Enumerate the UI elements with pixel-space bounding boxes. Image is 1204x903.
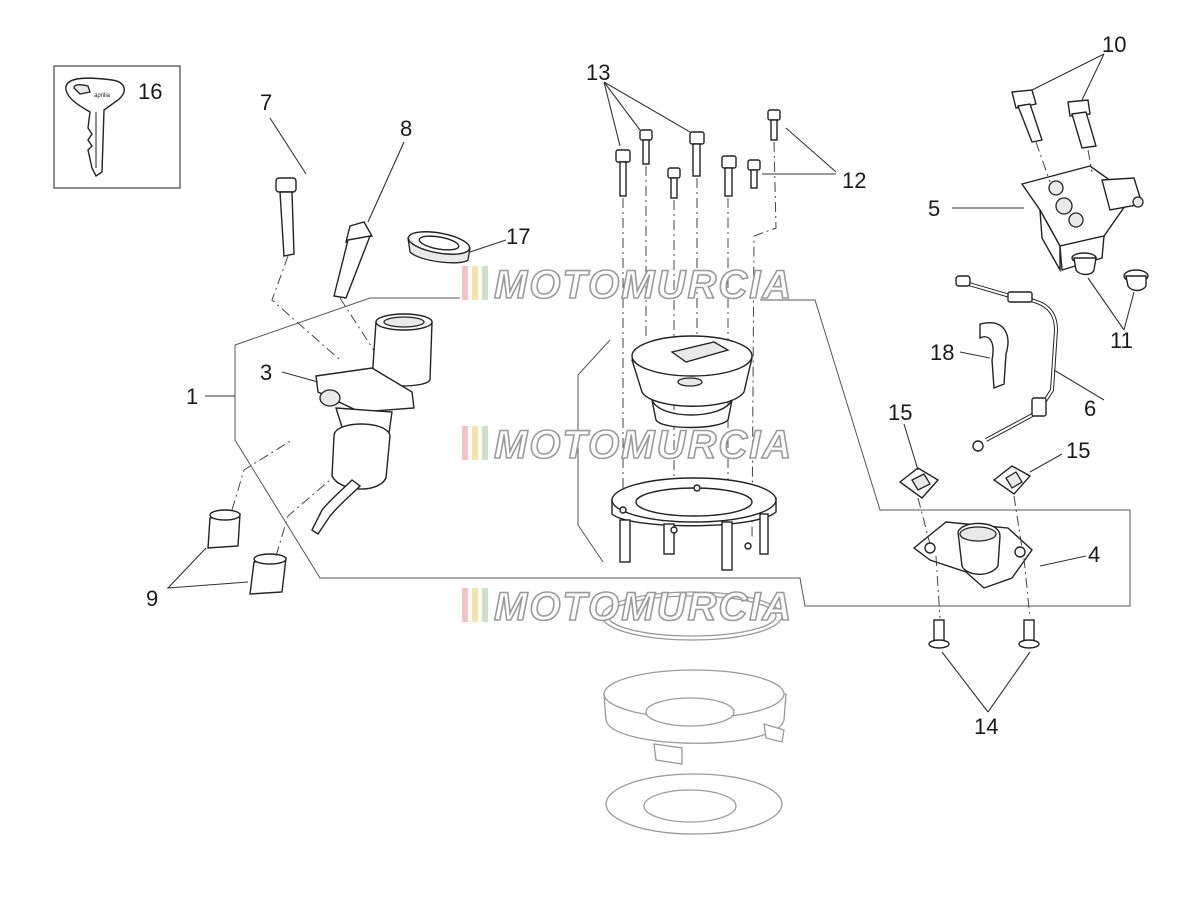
hose-part-18: 18 [930, 322, 1009, 390]
watermark-text: MOTOMURCIA [494, 263, 793, 307]
callout-12: 12 [842, 168, 866, 193]
callout-13: 13 [586, 60, 610, 85]
callout-11: 11 [1110, 328, 1133, 353]
screw-parts-14: 14 [928, 619, 1040, 739]
ignition-lock-part-3: 3 [260, 313, 433, 535]
callout-6: 6 [1084, 396, 1096, 421]
lock-housing-part-4: 4 [912, 495, 1100, 619]
screw-parts-13: 13 [586, 60, 737, 530]
callout-18: 18 [930, 340, 954, 365]
callout-14: 14 [974, 714, 998, 739]
fuel-cap-assembly [611, 335, 777, 571]
sleeve-parts-9: 9 [146, 439, 331, 611]
cable-part-6: 6 [955, 275, 1105, 452]
key-brand-label: aprilia [94, 93, 111, 99]
callout-15-left: 15 [888, 400, 912, 425]
watermark-text: MOTOMURCIA [494, 585, 793, 629]
callout-3: 3 [260, 360, 272, 385]
screw-parts-12: 12 [747, 109, 866, 541]
callout-16: 16 [138, 79, 162, 104]
callout-7: 7 [260, 90, 272, 115]
callout-10: 10 [1102, 32, 1126, 57]
pin-part-8: 8 [333, 116, 412, 361]
callout-17: 17 [506, 224, 530, 249]
key-icon: aprilia [65, 77, 125, 178]
watermark-text: MOTOMURCIA [494, 423, 793, 467]
key-part-16: aprilia 16 [53, 65, 181, 189]
watermark-1: MOTOMURCIA [462, 262, 793, 308]
callout-1: 1 [186, 384, 198, 409]
ring-part-17: 17 [407, 224, 530, 264]
callout-15-right: 15 [1066, 438, 1090, 463]
grommet-parts-11: 11 [1071, 252, 1149, 353]
bolt-part-7: 7 [260, 90, 341, 361]
watermark-3: MOTOMURCIA [462, 584, 793, 630]
callout-5: 5 [928, 196, 940, 221]
seat-lock-part-5: 5 [928, 165, 1144, 273]
callout-8: 8 [400, 116, 412, 141]
watermark-2: MOTOMURCIA [462, 422, 793, 468]
bolt-parts-10: 10 [1011, 32, 1126, 183]
gasket-and-base-ghosted [601, 591, 787, 835]
clip-parts-15: 15 15 [888, 400, 1090, 499]
callout-4: 4 [1088, 542, 1100, 567]
callout-9: 9 [146, 586, 158, 611]
assembly-group-outlines [234, 297, 1131, 607]
